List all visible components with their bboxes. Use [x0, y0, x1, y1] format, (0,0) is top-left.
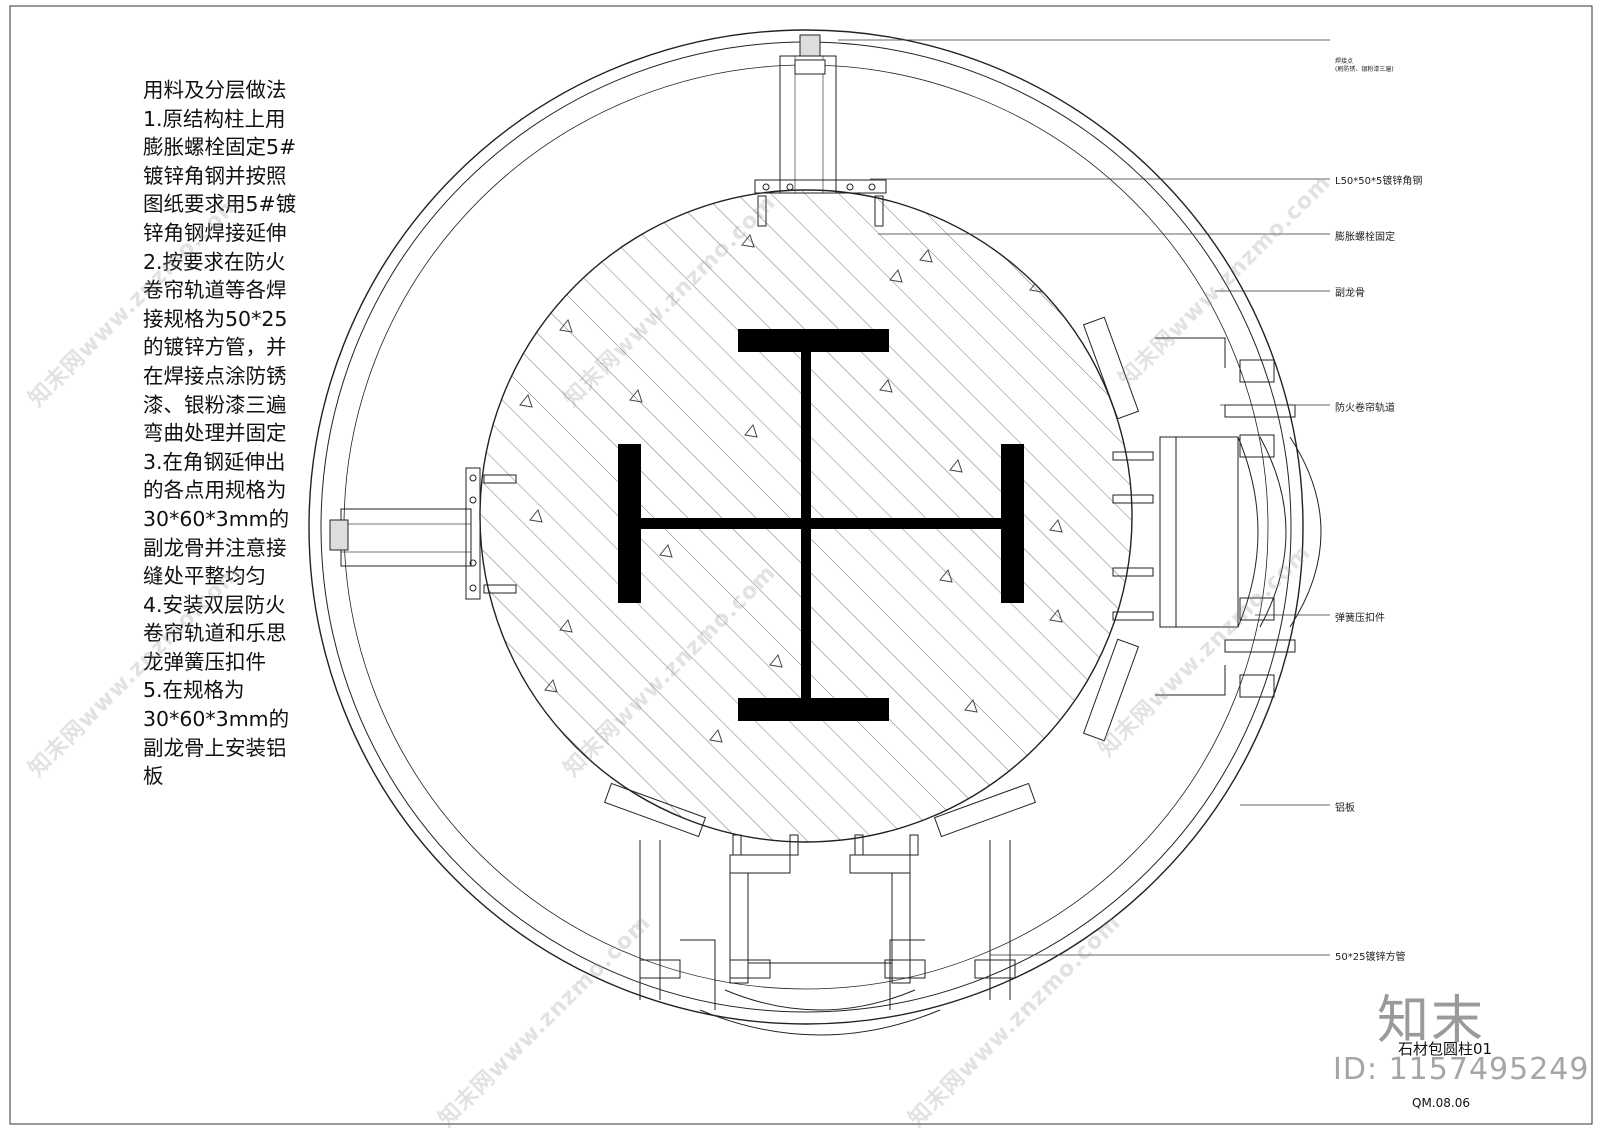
- notes-line: 的镀锌方管，并: [143, 335, 287, 360]
- notes-line: 镀锌角钢并按照: [143, 163, 287, 188]
- notes-line: 卷帘轨道等各焊: [143, 278, 287, 303]
- notes-line: 30*60*3mm的: [143, 506, 290, 531]
- notes-line: 的各点用规格为: [143, 478, 287, 503]
- drawing-code: QM.08.06: [1412, 1096, 1470, 1110]
- callout-fire-shutter-track: 防火卷帘轨道: [1335, 403, 1395, 414]
- callout-weld-point-line2: (刷防锈、银粉漆三遍): [1335, 66, 1394, 73]
- construction-notes: 用料及分层做法 1.原结构柱上用 膨胀螺栓固定5# 镀锌角钢并按照 图纸要求用5…: [143, 76, 297, 791]
- notes-line: 接规格为50*25: [143, 306, 288, 331]
- notes-line: 板: [143, 764, 164, 789]
- notes-line: 缝处平整均匀: [143, 564, 266, 589]
- notes-line: 副龙骨并注意接: [143, 535, 287, 560]
- notes-line: 1.原结构柱上用: [143, 106, 286, 131]
- top-angle-bracket: [754, 34, 887, 227]
- notes-line: 卷帘轨道和乐思: [143, 621, 287, 646]
- notes-line: 弯曲处理并固定: [143, 421, 287, 446]
- callout-leaders: [838, 39, 1330, 956]
- steel-cross-section: [618, 329, 1024, 721]
- drawing-title: 石材包圆柱01: [1398, 1040, 1493, 1058]
- notes-line: 膨胀螺栓固定5#: [143, 135, 297, 160]
- callout-aluminium-panel: 铝板: [1335, 803, 1355, 814]
- notes-line: 副龙骨上安装铝: [143, 735, 287, 760]
- callout-secondary-keel: 副龙骨: [1335, 288, 1365, 299]
- notes-line: 4.安装双层防火: [143, 592, 286, 617]
- notes-line: 在焊接点涂防锈: [143, 363, 287, 388]
- notes-heading: 用料及分层做法: [143, 78, 287, 102]
- notes-line: 图纸要求用5#镀: [143, 192, 297, 217]
- notes-line: 漆、银粉漆三遍: [143, 392, 287, 417]
- notes-line: 30*60*3mm的: [143, 707, 290, 732]
- drawing-id: ID: 1157495249: [1333, 1052, 1590, 1087]
- bottom-fire-shutter-track: [603, 782, 1037, 1036]
- right-fire-shutter-track: [1082, 316, 1322, 742]
- callout-angle-steel: L50*50*5镀锌角钢: [1335, 176, 1423, 187]
- brand-logo-text: 知末: [1377, 991, 1486, 1051]
- callout-square-tube: 50*25镀锌方管: [1335, 952, 1406, 963]
- notes-line: 2.按要求在防火: [143, 249, 286, 274]
- notes-line: 3.在角钢延伸出: [143, 449, 286, 474]
- callout-weld-point: 焊接点 (刷防锈、银粉漆三遍): [1335, 58, 1394, 74]
- callout-expansion-bolt: 膨胀螺栓固定: [1335, 232, 1395, 243]
- notes-line: 5.在规格为: [143, 678, 245, 703]
- notes-line: 锌角钢焊接延伸: [143, 220, 287, 245]
- notes-line: 龙弹簧压扣件: [143, 649, 266, 674]
- callout-weld-point-line1: 焊接点: [1335, 58, 1354, 65]
- sheet-border: [9, 5, 1593, 1125]
- left-angle-bracket: [329, 467, 517, 600]
- callout-spring-clip: 弹簧压扣件: [1335, 613, 1385, 624]
